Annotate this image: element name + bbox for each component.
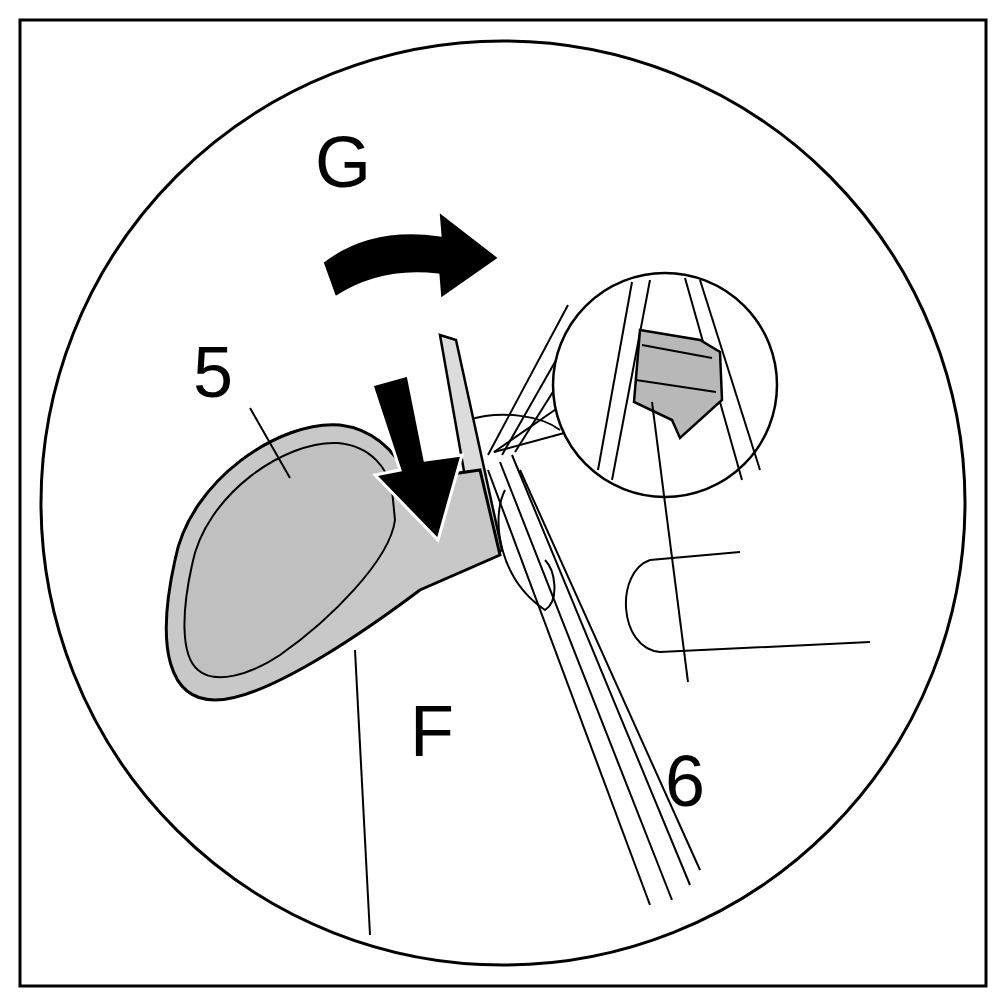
rotation-arrow — [322, 210, 500, 300]
view-letter: G — [315, 126, 371, 198]
callout-number: 5 — [193, 336, 233, 408]
push-arrow — [372, 375, 462, 540]
inset-circle — [553, 273, 777, 497]
frame — [20, 20, 986, 986]
retaining-clip — [634, 330, 722, 438]
clip-edge — [636, 345, 716, 392]
callout-number: 6 — [665, 745, 705, 817]
detail-circle — [41, 41, 965, 965]
leader-line — [250, 408, 290, 478]
leader-line — [652, 402, 688, 682]
inset-frame — [598, 278, 760, 480]
view-letter: F — [410, 695, 454, 767]
